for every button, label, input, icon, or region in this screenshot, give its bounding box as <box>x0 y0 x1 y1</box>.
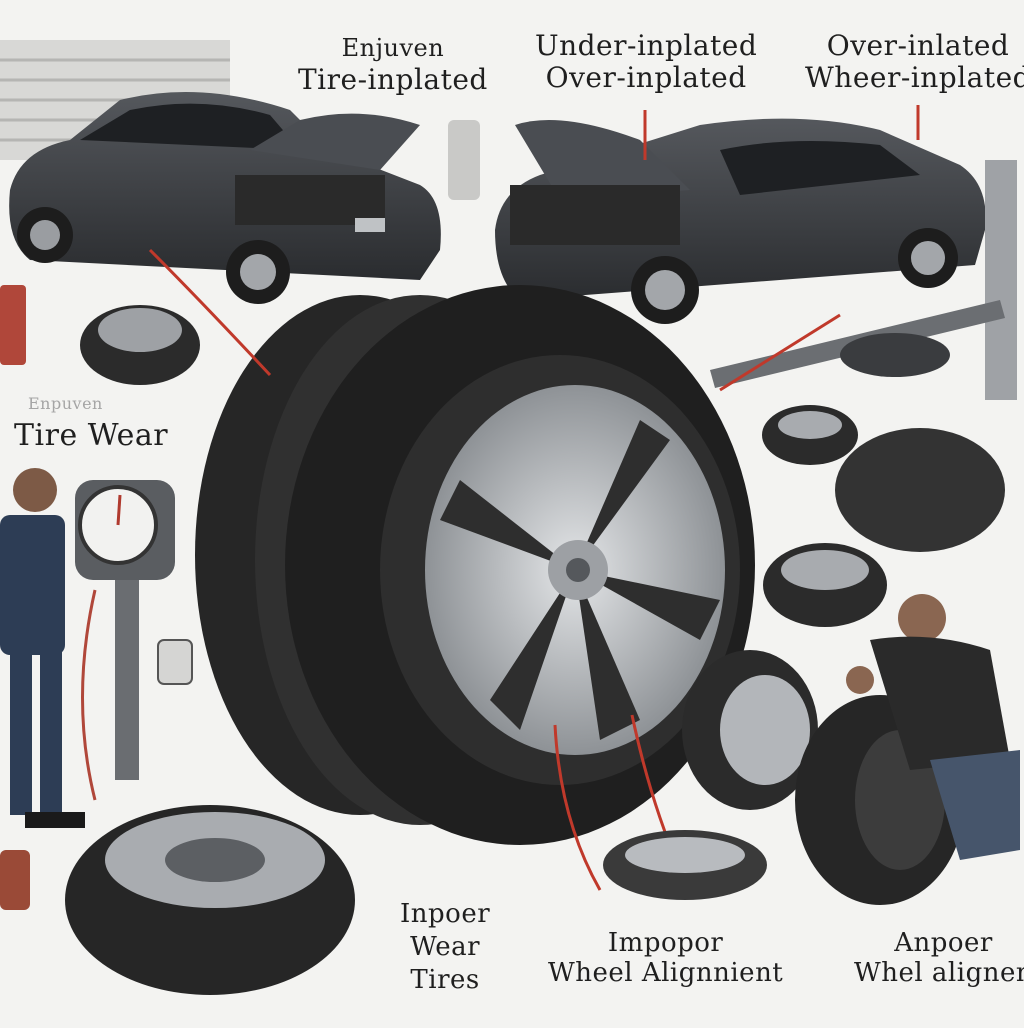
main-tire-icon <box>195 285 755 845</box>
label-bottom-left-line1: Inpoer <box>400 899 491 929</box>
label-bottom-center-line2: Wheel Alignnient <box>548 958 784 988</box>
label-left-faint: Enpuven <box>28 394 103 413</box>
label-top-left-line2: Tire-inplated <box>298 63 488 96</box>
label-left-main: Tire Wear <box>14 418 169 453</box>
label-top-left-line1: Enjuven <box>341 34 445 62</box>
bag-icon <box>0 850 30 910</box>
car-left-icon <box>9 92 441 304</box>
small-tire-icon <box>80 305 200 385</box>
tire-pile-icon <box>840 333 950 377</box>
canister-icon <box>448 120 480 200</box>
label-bottom-center: Impopor Wheel Alignnient <box>548 928 783 988</box>
label-top-center-line1: Under-inplated <box>535 29 758 62</box>
label-bottom-left: Inpoer Wear Tires <box>400 898 490 997</box>
label-top-right-line1: Over-inlated <box>826 29 1010 62</box>
label-bottom-left-line2: Wear <box>410 932 481 962</box>
label-top-left: Enjuven Tire-inplated <box>298 32 488 96</box>
gauge-icon <box>75 480 193 801</box>
car-right-icon <box>495 118 986 324</box>
label-top-center: Under-inplated Over-inplated <box>535 30 757 94</box>
label-bottom-left-line3: Tires <box>410 965 480 995</box>
mechanic-right-icon <box>846 594 1020 860</box>
fuel-can-icon <box>0 285 26 365</box>
label-bottom-center-line1: Impopor <box>607 928 724 958</box>
label-bottom-right-line1: Anpoer <box>894 928 993 958</box>
label-bottom-right: Anpoer Whel alignen <box>854 928 1024 988</box>
lift-pillar <box>985 160 1017 400</box>
mechanic-left-icon <box>0 468 85 828</box>
label-top-center-line2: Over-inplated <box>545 61 747 94</box>
air-hose-icon <box>81 589 97 801</box>
bottom-tire-icon <box>65 805 355 995</box>
label-top-right: Over-inlated Wheer-inplated <box>805 30 1024 94</box>
label-top-right-line2: Wheer-inplated <box>805 61 1024 94</box>
label-bottom-right-line2: Whel alignen <box>854 958 1024 988</box>
